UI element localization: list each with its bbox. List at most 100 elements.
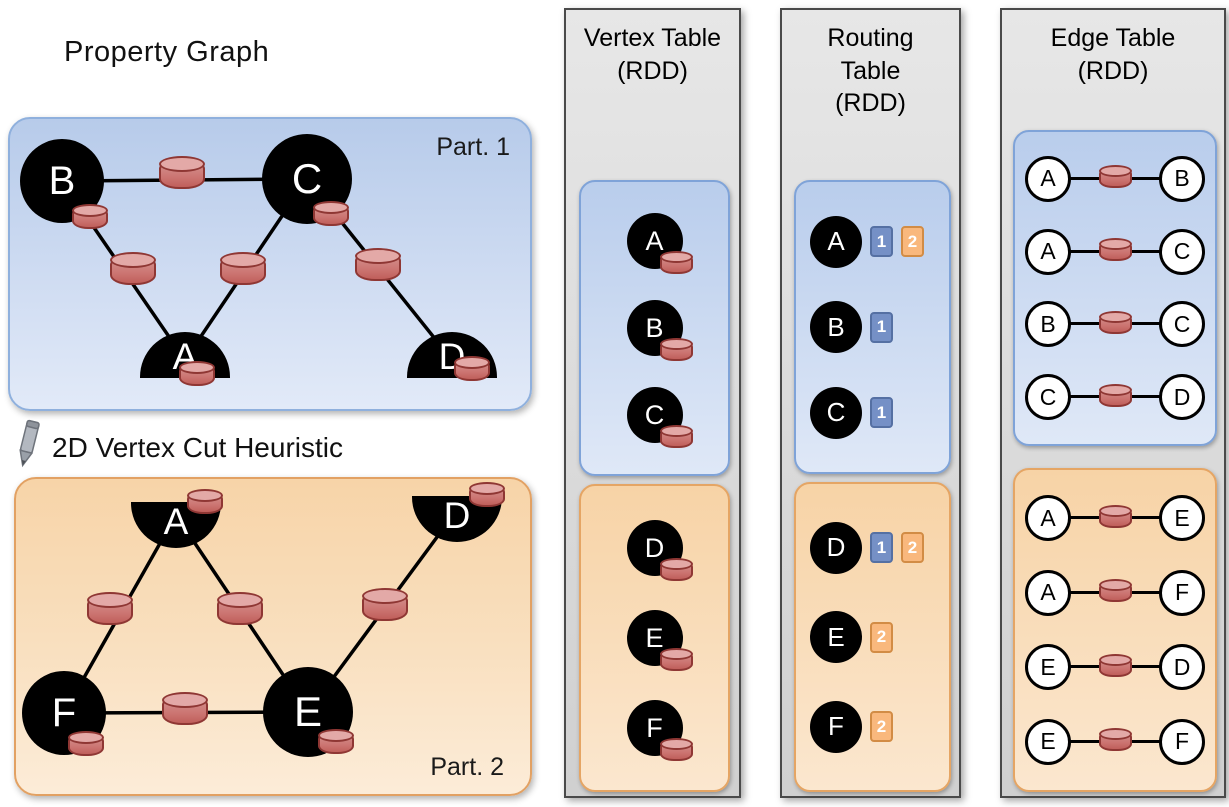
vertex-property-cylinder — [659, 558, 693, 581]
vertex-table-entry-F: F — [626, 700, 693, 761]
vertex-property-cylinder-E — [318, 729, 354, 754]
vertex-property-cylinder-C — [313, 201, 349, 226]
edge-property-cylinder-BC — [159, 156, 205, 189]
routing-entry-F: F 2 — [796, 700, 949, 753]
partition-badge: 2 — [901, 226, 924, 257]
partition-badge: 2 — [901, 532, 924, 563]
edge-entry-BC: B C — [1025, 298, 1205, 350]
edge-src-circle: A — [1025, 495, 1071, 542]
edge-dst-circle: B — [1159, 155, 1205, 202]
partition-badge: 2 — [870, 621, 893, 653]
vertex-property-cylinder-D2 — [469, 482, 505, 507]
edge-dst-circle: E — [1159, 495, 1205, 542]
edge-property-cylinder — [1098, 504, 1132, 528]
vertex-table-entry-E: E — [626, 610, 693, 671]
vertex-table-entry-D: D — [626, 520, 693, 581]
vertex-property-cylinder-A2 — [187, 489, 223, 514]
cut-heuristic-row: 2D Vertex Cut Heuristic — [10, 418, 343, 470]
edge-src-circle: E — [1025, 718, 1071, 765]
vertex-circle: C — [810, 386, 862, 439]
routing-entry-E: E 2 — [796, 611, 949, 663]
edge-table-title: Edge Table (RDD) — [1050, 24, 1176, 85]
partition-badge: 1 — [870, 311, 893, 343]
edge-entry-EF: E F — [1025, 716, 1205, 768]
vertex-property-cylinder — [659, 648, 693, 671]
edge-property-cylinder — [1098, 728, 1132, 752]
edge-entry-AB: A B — [1025, 153, 1205, 205]
edge-entry-AF: A F — [1025, 567, 1205, 619]
vertex-table-entry-A: A — [626, 213, 693, 274]
edge-dst-circle: C — [1159, 228, 1205, 275]
partition-badge: 1 — [870, 397, 893, 428]
vertex-circle: B — [810, 301, 862, 353]
pencil-icon — [19, 419, 40, 468]
edge-property-cylinder-ED — [362, 588, 408, 621]
vertex-table-column: Vertex Table (RDD) A B C D E — [564, 8, 741, 798]
edge-property-cylinder-BA — [110, 252, 156, 285]
vertex-circle: A — [810, 215, 862, 268]
edge-src-circle: A — [1025, 228, 1071, 275]
vertex-table-partition2-group: D E F — [579, 484, 730, 792]
routing-entry-A: A 1 2 — [796, 215, 949, 268]
edge-property-cylinder — [1098, 579, 1132, 603]
vertex-property-cylinder-D1 — [454, 356, 490, 381]
vertex-property-cylinder — [659, 738, 693, 761]
routing-entry-C: C 1 — [796, 386, 949, 439]
edge-table-partition2-group: A E A F E D E F — [1013, 468, 1217, 792]
vertex-property-cylinder — [659, 251, 693, 274]
vertex-circle: D — [810, 521, 862, 574]
edge-property-cylinder — [1098, 165, 1132, 189]
routing-table-column: Routing Table (RDD) A 1 2 B 1 C 1 D 1 2 — [780, 8, 961, 798]
vertex-circle: E — [810, 611, 862, 663]
edge-property-cylinder — [1098, 383, 1132, 407]
edge-entry-AC: A C — [1025, 226, 1205, 278]
routing-table-partition1-group: A 1 2 B 1 C 1 — [794, 180, 951, 474]
vertex-property-cylinder-B — [72, 204, 108, 229]
vertex-circle: C — [626, 387, 683, 443]
edge-property-cylinder — [1098, 310, 1132, 334]
partition-badge: 1 — [870, 226, 893, 257]
edge-src-circle: C — [1025, 374, 1071, 421]
routing-table-title: Routing Table (RDD) — [827, 24, 914, 117]
edge-property-cylinder — [1098, 238, 1132, 262]
edge-entry-CD: C D — [1025, 371, 1205, 423]
edge-property-cylinder-CD — [355, 248, 401, 281]
vertex-circle: D — [626, 520, 683, 576]
edge-src-circle: E — [1025, 644, 1071, 691]
vertex-property-cylinder-A1 — [179, 361, 215, 386]
edge-dst-circle: D — [1159, 644, 1205, 691]
edge-dst-circle: D — [1159, 374, 1205, 421]
edge-src-circle: B — [1025, 301, 1071, 348]
edge-src-circle: A — [1025, 155, 1071, 202]
edge-dst-circle: F — [1159, 718, 1205, 765]
vertex-property-cylinder — [659, 338, 693, 361]
vertex-circle: E — [626, 610, 683, 666]
partition-1-label: Part. 1 — [436, 133, 510, 161]
vertex-circle: A — [626, 213, 683, 269]
vertex-table-partition1-group: A B C — [579, 180, 730, 476]
edge-entry-AE: A E — [1025, 492, 1205, 544]
routing-entry-D: D 1 2 — [796, 521, 949, 574]
routing-table-partition2-group: D 1 2 E 2 F 2 — [794, 482, 951, 792]
partition-badge: 1 — [870, 532, 893, 563]
edge-src-circle: A — [1025, 569, 1071, 616]
partition-2-label: Part. 2 — [430, 753, 504, 781]
edge-property-cylinder — [1098, 653, 1132, 677]
cut-heuristic-label: 2D Vertex Cut Heuristic — [52, 432, 343, 463]
edge-entry-ED: E D — [1025, 641, 1205, 693]
vertex-table-entry-C: C — [626, 387, 693, 448]
edge-property-cylinder-AF — [87, 592, 133, 625]
partition-badge: 2 — [870, 711, 893, 742]
edge-table-column: Edge Table (RDD) A B A C B C — [1000, 8, 1226, 798]
vertex-property-cylinder-F — [68, 731, 104, 756]
vertex-table-title: Vertex Table (RDD) — [583, 24, 722, 85]
edge-table-partition1-group: A B A C B C C D — [1013, 130, 1217, 446]
vertex-property-cylinder — [659, 425, 693, 448]
property-graph-title: Property Graph — [64, 36, 270, 68]
vertex-circle: F — [810, 700, 862, 753]
edge-property-cylinder-CA — [220, 252, 266, 285]
edge-property-cylinder-FE — [162, 692, 208, 725]
edge-dst-circle: F — [1159, 569, 1205, 616]
edge-property-cylinder-AE — [217, 592, 263, 625]
